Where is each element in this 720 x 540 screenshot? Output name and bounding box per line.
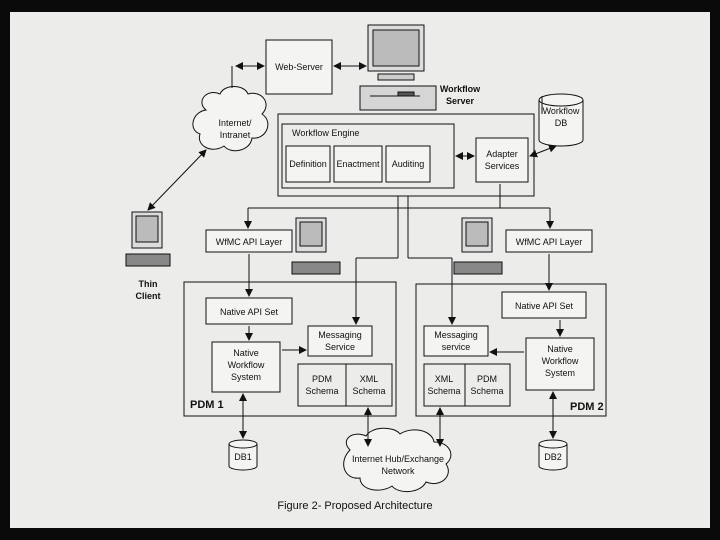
- pdm2-label: PDM 2: [570, 401, 604, 413]
- pdm1-api-layer-label: WfMC API Layer: [216, 237, 283, 247]
- workflow-engine-box: [281, 123, 455, 189]
- web-server-box: [265, 39, 333, 95]
- pdm2-schema-b-label-2: Schema: [470, 386, 503, 396]
- hub-cloud-label-2: Network: [381, 466, 415, 476]
- auditing-label: Auditing: [392, 159, 425, 169]
- pdm1-native-api-box: [205, 297, 293, 325]
- workflow-server-label-2: Server: [446, 96, 475, 106]
- pdm1-messaging-box: [307, 325, 373, 357]
- pdm1-schema-a-label-2: Schema: [305, 386, 338, 396]
- pdm2-box: [415, 283, 607, 417]
- pdm2-messaging-label-1: Messaging: [434, 330, 478, 340]
- pdm1-messaging-label-1: Messaging: [318, 330, 362, 340]
- hub-cloud-label-1: Internet Hub/Exchange: [352, 454, 444, 464]
- thin-client-label-2: Client: [135, 291, 160, 301]
- pdm2-native-workflow-label-1: Native: [547, 344, 573, 354]
- pdm2-schema-group: [423, 363, 511, 407]
- adapter-services-label-1: Adapter: [486, 149, 518, 159]
- pdm1-native-workflow-label-3: System: [231, 372, 261, 382]
- connector-lines: [147, 62, 564, 447]
- pdm2-messaging-box: [423, 325, 489, 357]
- pdm1-native-workflow-box: [211, 341, 281, 393]
- pdm2-api-layer-box: [505, 229, 593, 253]
- enactment-box: [333, 145, 383, 183]
- db1-cylinder: [228, 439, 258, 471]
- internet-cloud-label-1: Internet/: [218, 118, 252, 128]
- workflow-db-label-2: DB: [555, 118, 568, 128]
- pdm2-messaging-label-2: service: [442, 342, 471, 352]
- pdm1-native-workflow-label-1: Native: [233, 348, 259, 358]
- db2-cylinder: [538, 439, 568, 471]
- pdm1-schema-group: [297, 363, 393, 407]
- enactment-label: Enactment: [336, 159, 380, 169]
- pdm2-computer-icon: [453, 217, 503, 275]
- adapter-services-box: [475, 137, 529, 183]
- web-server-label: Web-Server: [275, 62, 323, 72]
- pdm2-native-workflow-box: [525, 337, 595, 391]
- pdm1-messaging-label-2: Service: [325, 342, 355, 352]
- pdm2-native-workflow-label-3: System: [545, 368, 575, 378]
- pdm1-api-layer-box: [205, 229, 293, 253]
- workflow-db-cylinder: [538, 93, 584, 147]
- figure-caption: Figure 2- Proposed Architecture: [277, 500, 432, 512]
- definition-box: [285, 145, 331, 183]
- workflow-engine-label: Workflow Engine: [292, 128, 359, 138]
- internet-cloud-label-2: Intranet: [220, 130, 251, 140]
- pdm1-schema-a-label-1: PDM: [312, 374, 332, 384]
- definition-label: Definition: [289, 159, 327, 169]
- pdm2-schema-b-label-1: PDM: [477, 374, 497, 384]
- pdm1-schema-b-label-1: XML: [360, 374, 379, 384]
- workflow-server-label-1: Workflow: [440, 84, 481, 94]
- pdm1-label: PDM 1: [190, 399, 224, 411]
- workflow-db-label-1: Workflow: [543, 106, 580, 116]
- pdm1-computer-icon: [291, 217, 341, 275]
- pdm2-schema-a-label-2: Schema: [427, 386, 460, 396]
- pdm2-schema-a-label-1: XML: [435, 374, 454, 384]
- pdm2-native-api-box: [501, 291, 587, 319]
- pdm1-native-workflow-label-2: Workflow: [228, 360, 265, 370]
- thin-client-computer-icon: [125, 211, 171, 267]
- pdm2-native-workflow-label-2: Workflow: [542, 356, 579, 366]
- pdm1-native-api-label: Native API Set: [220, 307, 279, 317]
- adapter-services-label-2: Services: [485, 161, 520, 171]
- pdm2-native-api-label: Native API Set: [515, 301, 574, 311]
- pdm1-schema-b-label-2: Schema: [352, 386, 385, 396]
- workflow-server-computer-icon: [359, 24, 437, 111]
- internet-intranet-cloud: [192, 86, 269, 152]
- db2-label: DB2: [544, 452, 562, 462]
- auditing-box: [385, 145, 431, 183]
- db1-label: DB1: [234, 452, 252, 462]
- pdm1-box: [183, 281, 397, 417]
- pdm2-api-layer-label: WfMC API Layer: [516, 237, 583, 247]
- thin-client-label-1: Thin: [139, 279, 158, 289]
